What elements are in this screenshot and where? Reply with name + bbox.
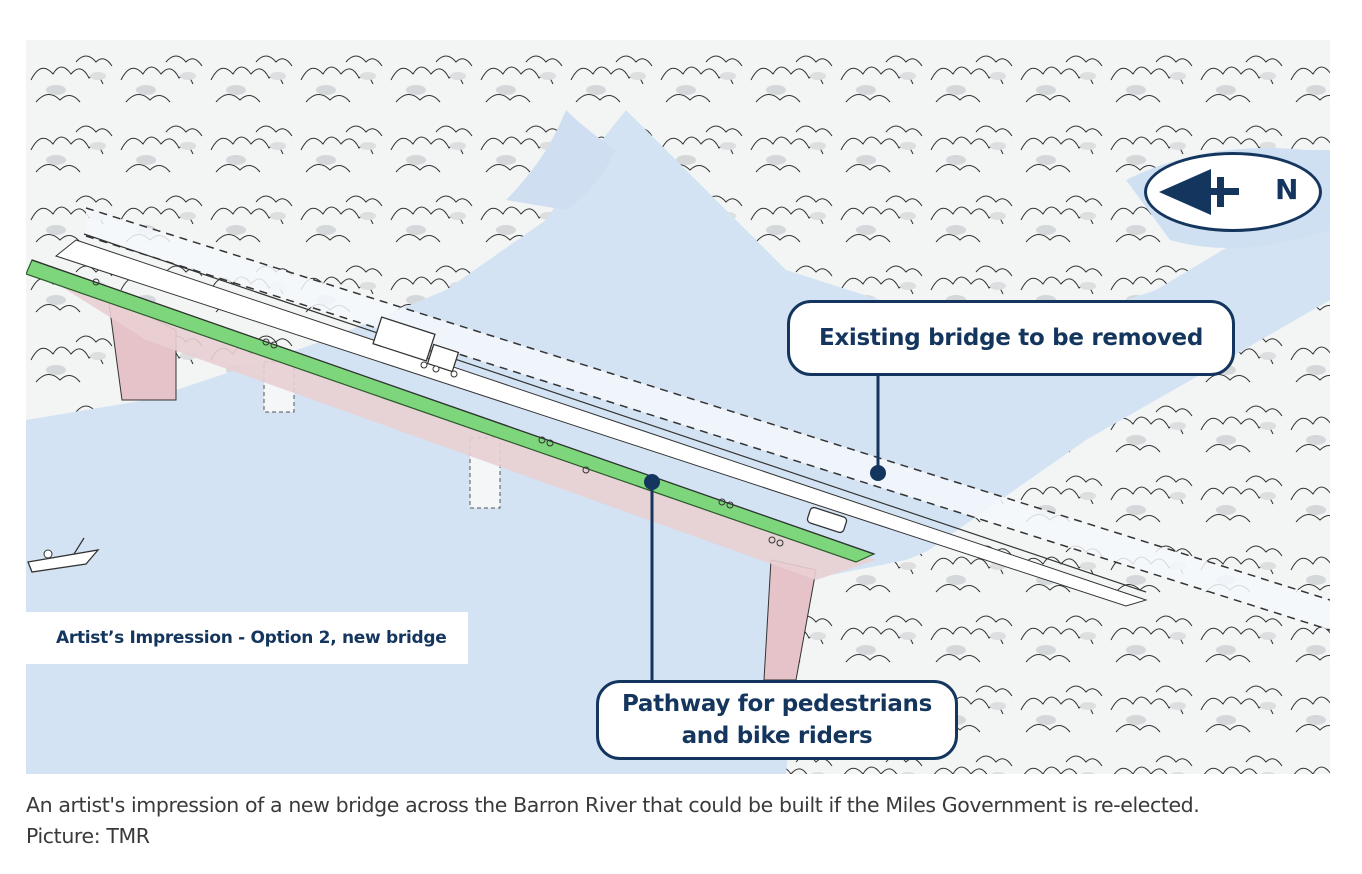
boat-icon — [27, 537, 100, 573]
caption-text: An artist's impression of a new bridge a… — [26, 793, 1200, 817]
impression-label: Artist’s Impression - Option 2, new brid… — [26, 612, 468, 664]
truck-icon — [372, 316, 460, 378]
impression-label-text: Artist’s Impression - Option 2, new brid… — [56, 628, 447, 648]
photo-caption: An artist's impression of a new bridge a… — [26, 790, 1336, 852]
compass: N — [1144, 152, 1322, 232]
river — [26, 110, 1330, 774]
existing-bridge — [86, 208, 1330, 630]
bridge-illustration: Artist’s Impression - Option 2, new brid… — [26, 40, 1330, 774]
callout-pathway-line2: and bike riders — [681, 723, 873, 749]
compass-letter: N — [1275, 173, 1299, 206]
callout-existing-text: Existing bridge to be removed — [818, 325, 1203, 351]
callout-existing-bridge: Existing bridge to be removed — [787, 300, 1235, 376]
car-icon — [806, 506, 848, 534]
north-arrow-icon — [1159, 169, 1239, 215]
callout-pathway-line1: Pathway for pedestrians — [621, 691, 933, 717]
new-bridge-road — [54, 239, 1148, 607]
caption-credit: Picture: TMR — [26, 824, 150, 848]
cyclist-icon — [92, 278, 784, 547]
callout-pathway: Pathway for pedestrians and bike riders — [596, 680, 958, 760]
